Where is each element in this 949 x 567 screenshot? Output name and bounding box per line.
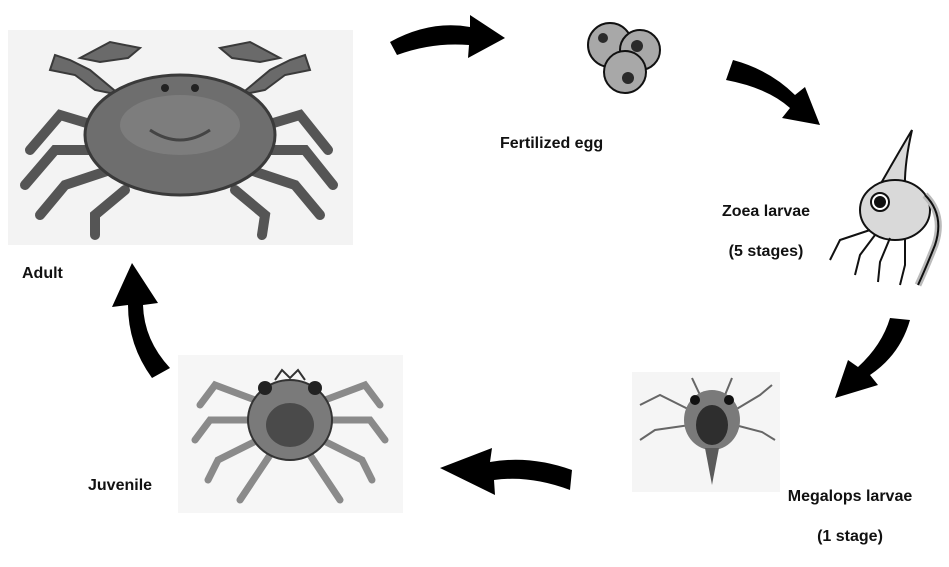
megalops-label-line2: (1 stage) (770, 527, 930, 547)
adult-label: Adult (22, 264, 63, 284)
crab-life-cycle-diagram: Adult Fertilized egg Zoea larvae (5 stag… (0, 0, 949, 518)
zoea-larva-icon (830, 130, 938, 285)
juvenile-crab-icon (195, 370, 385, 500)
cycle-arrow-icon (726, 60, 820, 125)
cycle-arrow-icon (390, 15, 505, 58)
cycle-arrow-icon (440, 448, 572, 495)
fertilized-egg-label: Fertilized egg (500, 134, 603, 154)
megalops-larva-icon (640, 378, 775, 485)
zoea-label: Zoea larvae (5 stages) (706, 182, 826, 282)
megalops-label: Megalops larvae (1 stage) (770, 467, 930, 567)
megalops-label-line1: Megalops larvae (770, 487, 930, 507)
cycle-arrow-icon (835, 318, 910, 398)
juvenile-label: Juvenile (88, 476, 152, 496)
zoea-label-line2: (5 stages) (706, 242, 826, 262)
zoea-label-line1: Zoea larvae (706, 202, 826, 222)
egg-cluster-icon (588, 23, 660, 93)
cycle-arrow-icon (112, 263, 170, 378)
adult-crab-icon (25, 42, 333, 235)
